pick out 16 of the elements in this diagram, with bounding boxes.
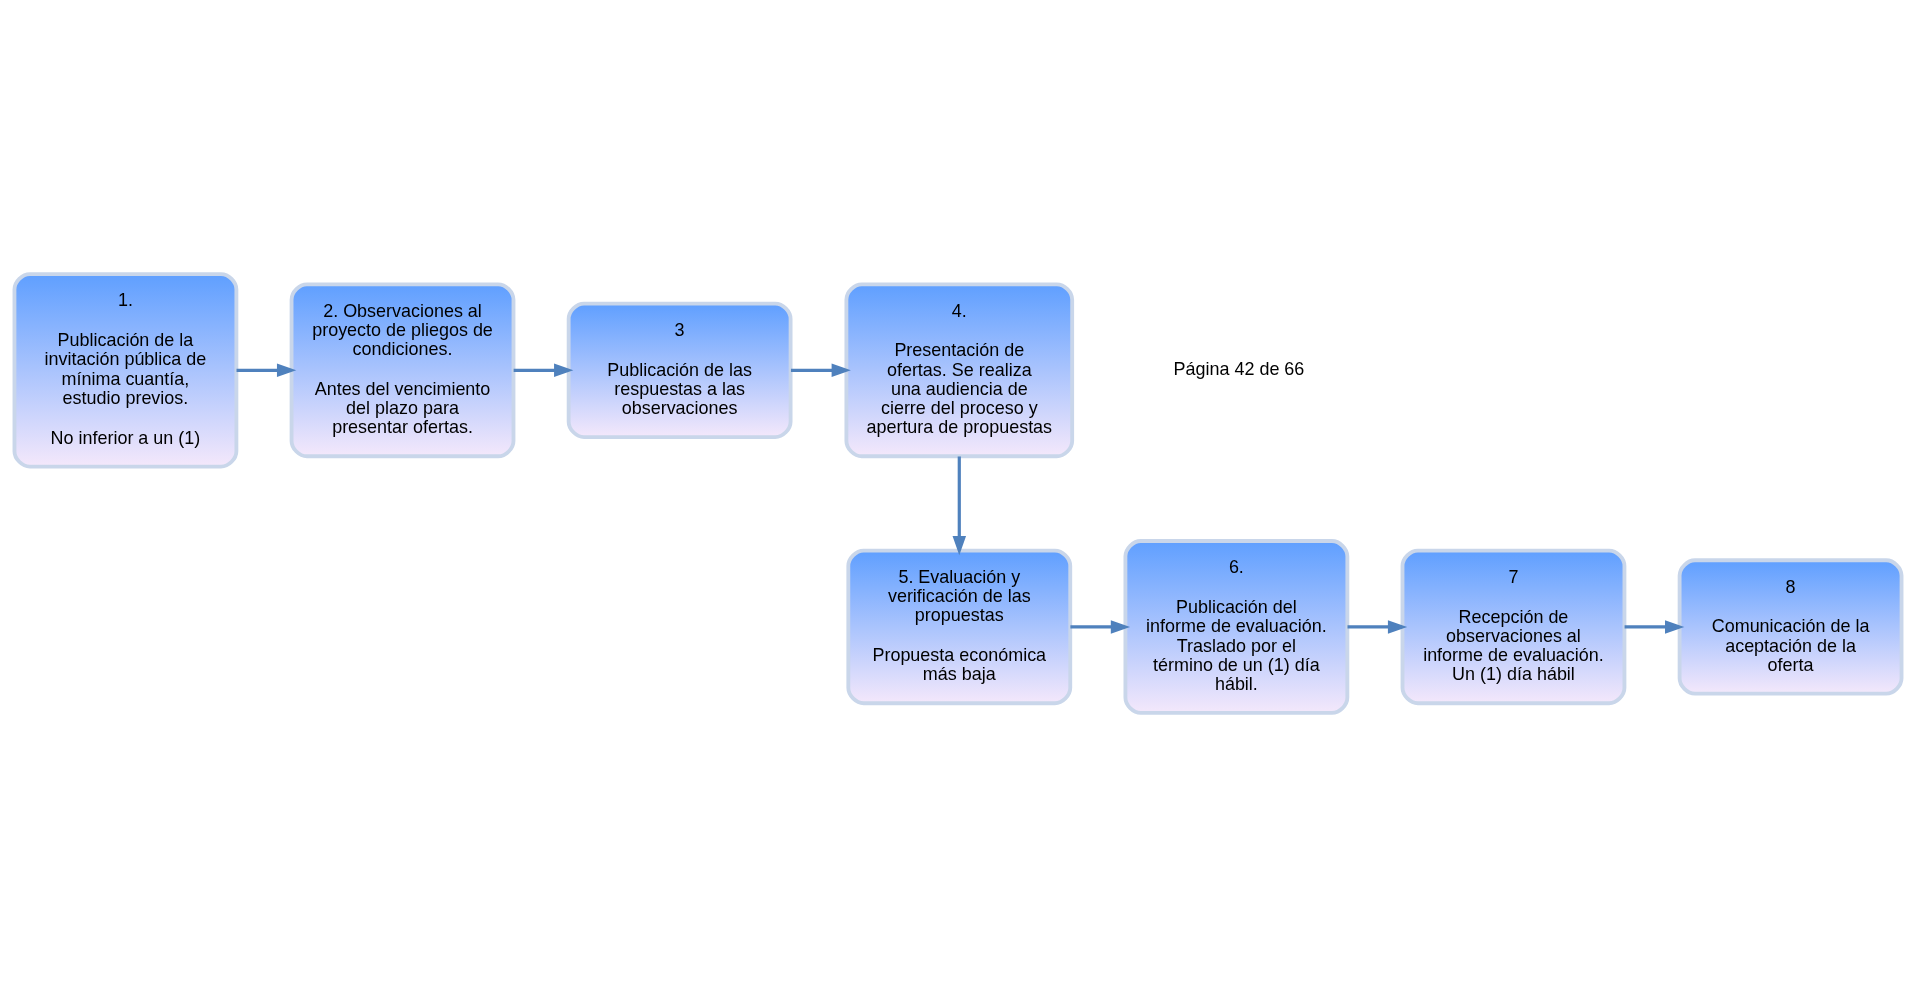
arrow bbox=[236, 363, 297, 378]
arrow bbox=[513, 363, 574, 378]
node-box: 1. Publicación de la invitación pública de mínima cuantía, estudio previos. No inferior a un (1) bbox=[12, 272, 239, 469]
node-box: 3 Publicación de las respuestas a las observaciones bbox=[566, 301, 793, 439]
node-box: 6. Publicación del informe de evaluación. Traslado por el término de un (1) día hábil. bbox=[1123, 539, 1350, 715]
node-box: 7 Recepción de observaciones al informe de evaluación. Un (1) día hábil bbox=[1400, 548, 1627, 706]
node-box: 2. Observaciones al proyecto de pliegos de condiciones. Antes del vencimiento del plazo para presentar ofertas. bbox=[289, 282, 516, 459]
arrow bbox=[1624, 620, 1685, 634]
node-box: 8 Comunicación de la aceptación de la oferta bbox=[1677, 558, 1904, 696]
arrow bbox=[790, 363, 851, 378]
arrow bbox=[1070, 620, 1131, 634]
arrow bbox=[1347, 620, 1408, 634]
arrow bbox=[952, 456, 967, 556]
label: Página 42 de 66 bbox=[1173, 359, 1305, 380]
node-box: 5. Evaluación y verificación de las propuestas Propuesta económica más baja bbox=[846, 548, 1073, 706]
node-box: 4. Presentación de ofertas. Se realiza una audiencia de cierre del proceso y apertura de propuestas bbox=[844, 282, 1075, 459]
